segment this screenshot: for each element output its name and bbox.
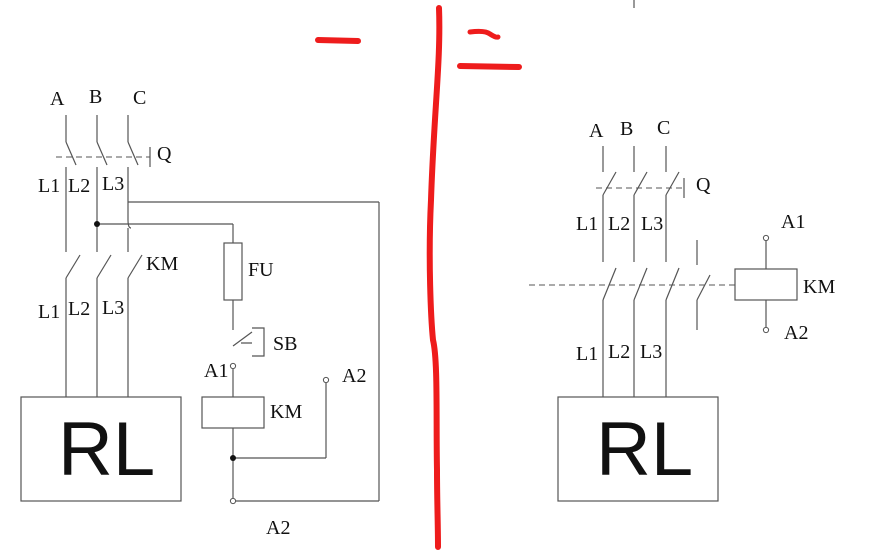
left-load-label: RL [58,407,155,492]
left-lower-l2-label: L2 [68,298,90,320]
red-stroke-left [315,37,361,44]
left-upper-l2-label: L2 [68,175,90,197]
right-a2-terminal [762,326,770,334]
right-mid-wires [602,195,698,265]
right-breaker-q [596,171,685,198]
right-phase-c-label: C [657,117,670,139]
left-circuit: A B C Q L1 L2 L3 [20,86,380,539]
right-contactor-km [529,267,735,301]
left-coil-label: KM [270,401,302,423]
left-a2-right-terminal [322,376,330,384]
right-a1-label: A1 [781,211,805,233]
left-a1-terminal [229,362,237,370]
left-breaker-q [56,141,151,167]
left-control-wires [94,201,380,502]
left-lower-l3-label: L3 [102,297,124,319]
left-load-wires [65,278,129,397]
left-fuse-label: FU [248,259,274,281]
left-phase-c-label: C [133,87,146,109]
red-stroke-right-top [467,28,501,40]
left-a2-bottom-label: A2 [266,517,290,539]
right-lower-l2-label: L2 [608,341,630,363]
left-a2-right-label: A2 [342,365,366,387]
left-upper-l3-label: L3 [102,173,124,195]
right-lower-l3-label: L3 [640,341,662,363]
left-fuse [223,242,243,301]
left-incoming-wires [65,115,129,142]
right-upper-l2-label: L2 [608,213,630,235]
left-push-button-sb [232,327,265,357]
right-phase-a-label: A [589,120,604,142]
right-load-rl [557,396,719,502]
left-upper-l1-label: L1 [38,175,60,197]
right-load-wires [602,300,667,397]
right-load-label: RL [596,407,693,492]
right-circuit: A B C Q L1 L2 L3 [529,117,835,502]
left-phase-b-label: B [89,86,102,108]
left-mid-wires [65,167,132,252]
left-button-label: SB [273,333,297,355]
right-a1-terminal [762,234,770,242]
right-coil-km [734,268,798,301]
red-divider-line [426,5,443,550]
left-a1-label: A1 [204,360,228,382]
right-incoming-wires [602,146,667,172]
left-coil-junction-dot [230,455,236,461]
left-breaker-label: Q [157,143,172,165]
right-coil-label: KM [803,276,835,298]
right-upper-l1-label: L1 [576,213,598,235]
red-annotations [315,5,522,550]
left-junction-dot [94,221,100,227]
right-phase-b-label: B [620,118,633,140]
left-contactor-km [65,254,143,279]
right-a2-label: A2 [784,322,808,344]
right-lower-l1-label: L1 [576,343,598,365]
left-load-rl [20,396,182,502]
left-coil-km [201,396,265,429]
left-a2-bottom-terminal [229,497,237,505]
right-breaker-label: Q [696,174,711,196]
red-stroke-right [457,63,522,70]
right-upper-l3-label: L3 [641,213,663,235]
left-lower-l1-label: L1 [38,301,60,323]
left-contactor-label: KM [146,253,178,275]
left-phase-a-label: A [50,88,65,110]
